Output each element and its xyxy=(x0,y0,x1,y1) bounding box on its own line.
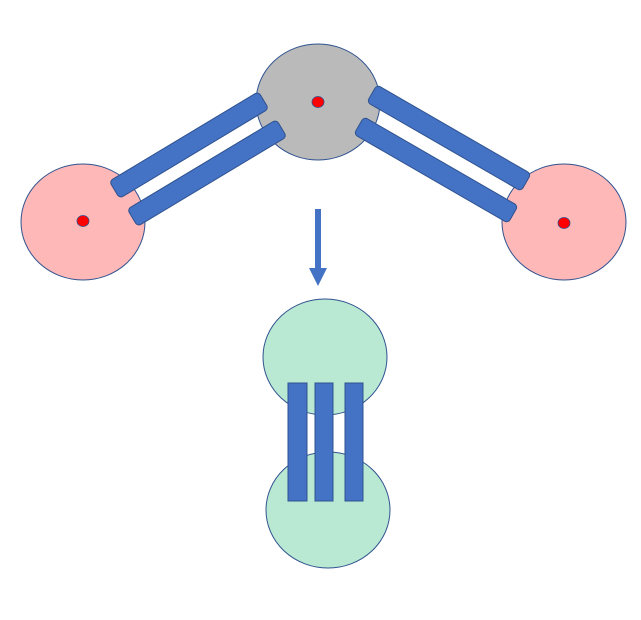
right-bond-upper xyxy=(367,85,531,191)
triple-bond-1 xyxy=(287,382,308,502)
bent-molecule xyxy=(20,43,627,281)
right-nucleus xyxy=(557,217,571,229)
linear-molecule xyxy=(262,298,391,569)
left-nucleus xyxy=(76,215,90,227)
triple-bond-3 xyxy=(344,382,364,502)
left-bond-upper xyxy=(110,92,268,198)
left-bond-lower xyxy=(128,120,286,226)
right-bond-lower xyxy=(354,117,518,223)
triple-bond-2 xyxy=(314,382,334,502)
center-nucleus xyxy=(311,96,325,108)
down-arrow xyxy=(309,209,327,286)
